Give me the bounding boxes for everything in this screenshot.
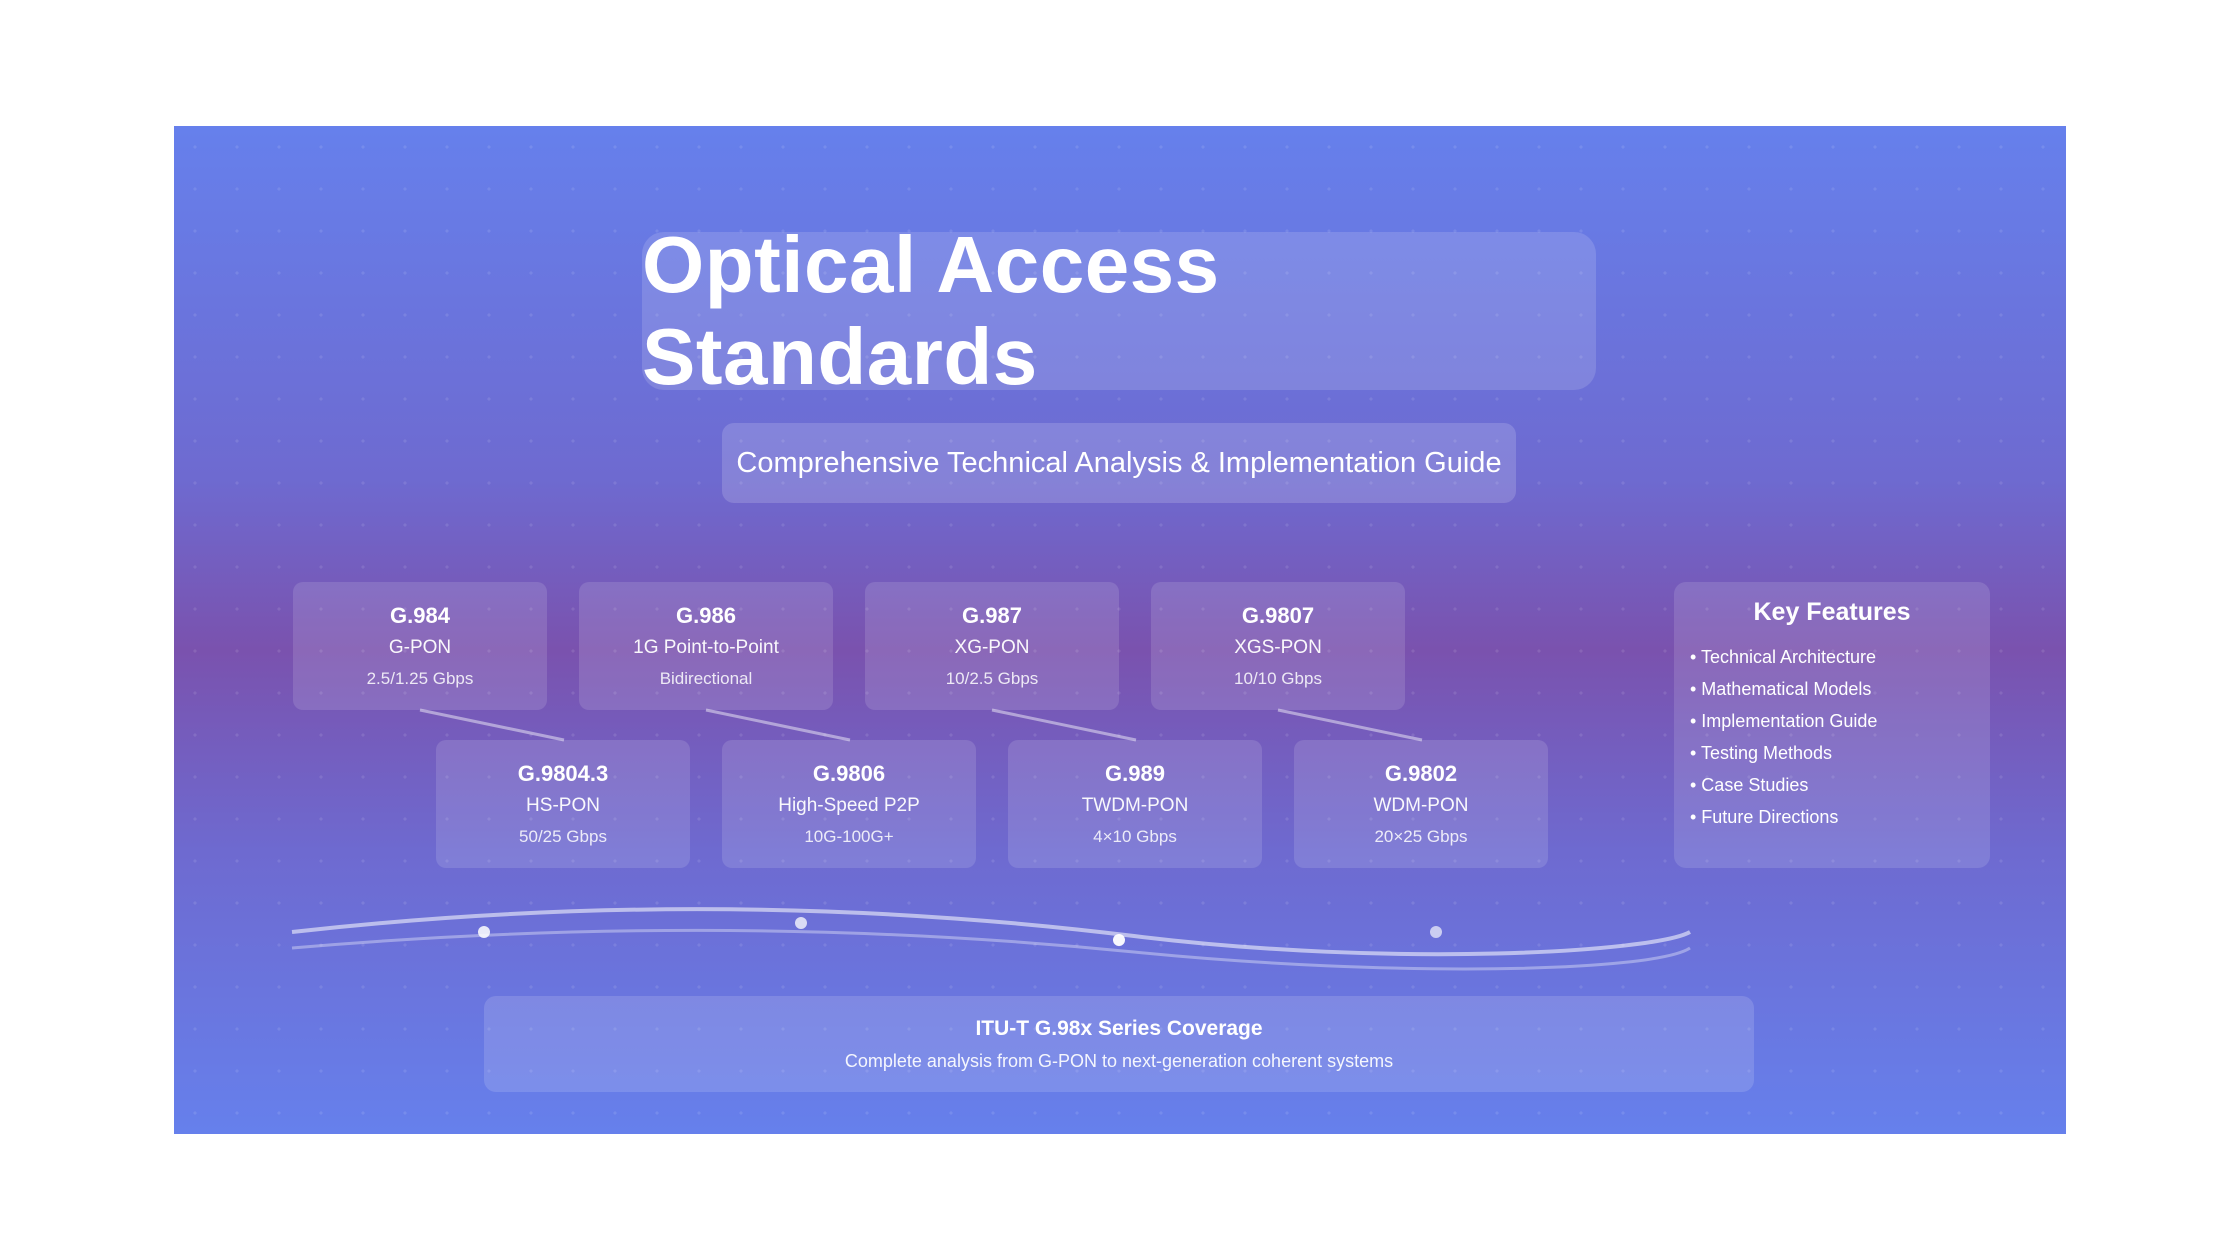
subtitle-box: Comprehensive Technical Analysis & Imple…: [722, 423, 1516, 503]
standard-card-g9806[interactable]: G.9806 High-Speed P2P 10G-100G+: [722, 740, 976, 868]
standard-card-g9807[interactable]: G.9807 XGS-PON 10/10 Gbps: [1151, 582, 1405, 710]
coverage-box: ITU-T G.98x Series Coverage Complete ana…: [484, 996, 1754, 1092]
key-feature-item: • Implementation Guide: [1690, 711, 1878, 731]
standard-rate: 10/2.5 Gbps: [945, 669, 1039, 688]
key-feature-item: • Case Studies: [1690, 775, 1809, 795]
standard-code: G.9802: [1384, 761, 1458, 786]
standard-name: 1G Point-to-Point: [633, 637, 779, 658]
standard-card-g98043[interactable]: G.9804.3 HS-PON 50/25 Gbps: [436, 740, 690, 868]
page-title: Optical Access Standards: [642, 220, 1220, 401]
connector-line: [419, 708, 565, 742]
standard-rate: Bidirectional: [659, 669, 753, 688]
slide: Optical Access Standards Comprehensive T…: [174, 126, 2066, 1134]
coverage-title: ITU-T G.98x Series Coverage: [975, 1016, 1263, 1040]
standard-card-g984[interactable]: G.984 G-PON 2.5/1.25 Gbps: [293, 582, 547, 710]
standard-card-g986[interactable]: G.986 1G Point-to-Point Bidirectional: [579, 582, 833, 710]
standard-name: High-Speed P2P: [778, 795, 920, 816]
wave-line: [291, 928, 1691, 971]
standard-code: G.986: [676, 603, 736, 628]
standard-code: G.9807: [1241, 603, 1315, 628]
standard-card-g987[interactable]: G.987 XG-PON 10/2.5 Gbps: [865, 582, 1119, 710]
standard-name: XGS-PON: [1234, 637, 1322, 658]
standard-name: XG-PON: [954, 637, 1030, 658]
key-features-title: Key Features: [1753, 598, 1911, 626]
standard-rate: 4×10 Gbps: [1093, 827, 1177, 846]
standard-code: G.9806: [812, 761, 886, 786]
wave-dot: [795, 917, 807, 929]
standard-code: G.984: [390, 603, 450, 628]
standard-card-g9802[interactable]: G.9802 WDM-PON 20×25 Gbps: [1294, 740, 1548, 868]
standard-rate: 10/10 Gbps: [1234, 669, 1322, 688]
standard-rate: 2.5/1.25 Gbps: [366, 669, 474, 688]
key-feature-item: • Testing Methods: [1690, 743, 1833, 763]
coverage-subtitle: Complete analysis from G-PON to next-gen…: [844, 1050, 1394, 1071]
key-features-panel: Key Features • Technical Architecture • …: [1674, 582, 1990, 868]
standard-rate: 10G-100G+: [804, 827, 894, 846]
standard-code: G.9804.3: [517, 761, 609, 786]
standard-rate: 20×25 Gbps: [1374, 827, 1468, 846]
page-subtitle: Comprehensive Technical Analysis & Imple…: [736, 446, 1502, 479]
standard-code: G.987: [962, 603, 1022, 628]
wave-dot: [1113, 934, 1125, 946]
standard-card-g989[interactable]: G.989 TWDM-PON 4×10 Gbps: [1008, 740, 1262, 868]
key-feature-item: • Mathematical Models: [1690, 679, 1872, 699]
key-feature-item: • Technical Architecture: [1690, 647, 1877, 667]
standard-name: G-PON: [388, 637, 452, 658]
key-features-list: • Technical Architecture • Mathematical …: [1690, 641, 1990, 833]
wave-dot: [1430, 926, 1442, 938]
standard-name: TWDM-PON: [1081, 795, 1189, 816]
wave-line: [291, 907, 1691, 957]
key-feature-item: • Future Directions: [1690, 807, 1839, 827]
connector-line: [991, 708, 1137, 742]
connector-line: [705, 708, 851, 742]
standard-name: HS-PON: [526, 795, 600, 816]
title-box: Optical Access Standards: [642, 220, 1596, 401]
connector-line: [1277, 708, 1423, 742]
standard-rate: 50/25 Gbps: [519, 827, 607, 846]
wave-dot: [478, 926, 490, 938]
standard-code: G.989: [1105, 761, 1165, 786]
standard-name: WDM-PON: [1373, 795, 1469, 816]
